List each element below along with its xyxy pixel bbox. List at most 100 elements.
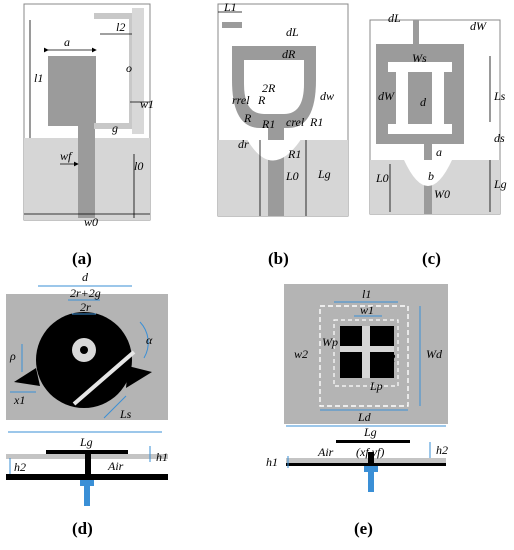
label-c-ds: ds: [494, 131, 505, 145]
label-d-h2: h2: [14, 460, 26, 474]
panel-d-left-notch: [14, 368, 40, 386]
label-e-xfyf: (xf yf): [356, 445, 384, 459]
label-d-d: d: [82, 270, 89, 284]
label-b-2R: 2R: [262, 81, 276, 95]
label-b-Lg: Lg: [317, 167, 331, 181]
label-d-x1: x1: [13, 393, 25, 407]
panel-d-connector-pin: [84, 486, 90, 506]
label-d-Ls: Ls: [119, 407, 132, 421]
panel-d: d 2r+2g 2r ρ α x1 Ls Lg h1 h2 Air: [6, 270, 168, 506]
caption-a: (a): [72, 249, 92, 268]
label-c-dL: dL: [388, 11, 401, 25]
label-c-d: d: [420, 95, 427, 109]
label-b-R1-c: R1: [287, 147, 301, 161]
panel-e-dielectric-outline: [319, 305, 409, 407]
label-a-o: o: [126, 61, 132, 75]
label-a-g: g: [112, 121, 118, 135]
label-e-l1: l1: [362, 287, 371, 301]
panel-a-patch: [48, 56, 96, 126]
panel-d-slot: [72, 350, 136, 406]
label-c-a: a: [436, 145, 442, 159]
panel-c-slot-bottom: [388, 124, 452, 134]
label-c-W0: W0: [434, 187, 450, 201]
label-e-Wp: Wp: [322, 335, 338, 349]
panel-a-side-strip: [132, 8, 144, 134]
label-e-h1: h1: [266, 455, 278, 469]
label-d-alpha: α: [146, 333, 153, 347]
panel-c-slot-left: [396, 72, 408, 124]
panel-c-slot-top: [388, 62, 452, 72]
panel-e-parasitic-outline: [333, 319, 399, 387]
panel-c-slot-right: [432, 72, 444, 124]
label-c-dW2: dW: [378, 89, 395, 103]
label-c-Lg: Lg: [493, 177, 507, 191]
label-e-air: Air: [317, 445, 334, 459]
label-c-L0: L0: [375, 171, 389, 185]
label-d-Lg: Lg: [79, 435, 93, 449]
label-c-b: b: [428, 169, 434, 183]
panel-c-ground-cutout: [404, 160, 452, 186]
panel-d-connector: [80, 480, 94, 486]
panel-b-top-stub: [268, 46, 284, 60]
label-e-l2: l2: [386, 351, 395, 365]
caption-e: (e): [354, 519, 373, 538]
label-a-w1: w1: [140, 97, 154, 111]
label-a-w0: w0: [84, 215, 98, 229]
label-c-dW: dW: [470, 19, 487, 33]
label-b-dL: dL: [286, 25, 299, 39]
label-d-rho: ρ: [9, 349, 16, 363]
panel-b-u-slot: [244, 60, 304, 114]
label-b-R-a: R: [257, 93, 266, 107]
panel-e-probe-pin: [368, 452, 374, 466]
label-a-a: a: [64, 35, 70, 49]
label-e-w1: w1: [360, 303, 374, 317]
panel-d-right-notch: [126, 366, 152, 388]
label-e-h2: h2: [436, 443, 448, 457]
label-b-crel: crel: [286, 115, 305, 129]
panel-c-top-stub: [413, 20, 419, 44]
panel-c: dL dW Ws Ls dW d ds a b L0 W0 Lg: [369, 11, 507, 215]
label-e-w2: w2: [294, 347, 308, 361]
caption-b: (b): [268, 249, 289, 268]
label-e-Lg: Lg: [363, 425, 377, 439]
panel-e-top-patch: [336, 440, 410, 443]
label-a-l0: l0: [134, 159, 143, 173]
caption-d: (d): [72, 519, 93, 538]
panel-d-ground: [6, 474, 168, 480]
panel-d-probe: [80, 346, 88, 354]
label-b-R1-b: R1: [309, 115, 323, 129]
label-d-2r: 2r: [80, 300, 91, 314]
label-b-dR: dR: [282, 47, 296, 61]
caption-c: (c): [422, 249, 441, 268]
panel-d-top-patch: [46, 450, 128, 454]
label-d-h1: h1: [156, 450, 168, 464]
label-b-dr: dr: [238, 137, 249, 151]
label-e-Ld: Ld: [357, 410, 372, 424]
label-d-air: Air: [107, 459, 124, 473]
label-b-L0: L0: [285, 169, 299, 183]
panel-e-ground: [286, 463, 446, 466]
label-d-2r2g: 2r+2g: [70, 286, 101, 300]
label-a-wf: wf: [60, 149, 73, 163]
label-e-Lp: Lp: [369, 379, 383, 393]
label-b-L1: L1: [223, 0, 237, 14]
label-b-R1-a: R1: [261, 117, 275, 131]
label-c-Ls: Ls: [493, 89, 506, 103]
panel-a: a l2 l1 o w1 g wf l0 w0: [23, 3, 154, 229]
label-c-Ws: Ws: [412, 51, 427, 65]
label-b-dw: dw: [320, 89, 334, 103]
label-a-l2: l2: [116, 20, 125, 34]
label-a-l1: l1: [34, 71, 43, 85]
panel-e-substrate-layer: [286, 458, 446, 463]
panel-b: L1 dL dR dw 2R rrel R R R1 crel R1 R1 dr…: [217, 0, 349, 217]
panel-e-connector-pin: [368, 472, 374, 492]
panel-b-top-tab: [222, 22, 242, 28]
panel-b-ground-cutout: [247, 139, 301, 161]
label-e-Wd: Wd: [426, 347, 443, 361]
panel-d-probe-pin: [85, 454, 91, 476]
panel-a-feedline: [78, 126, 95, 218]
label-b-rrel: rrel: [232, 93, 250, 107]
label-b-R-b: R: [243, 111, 252, 125]
